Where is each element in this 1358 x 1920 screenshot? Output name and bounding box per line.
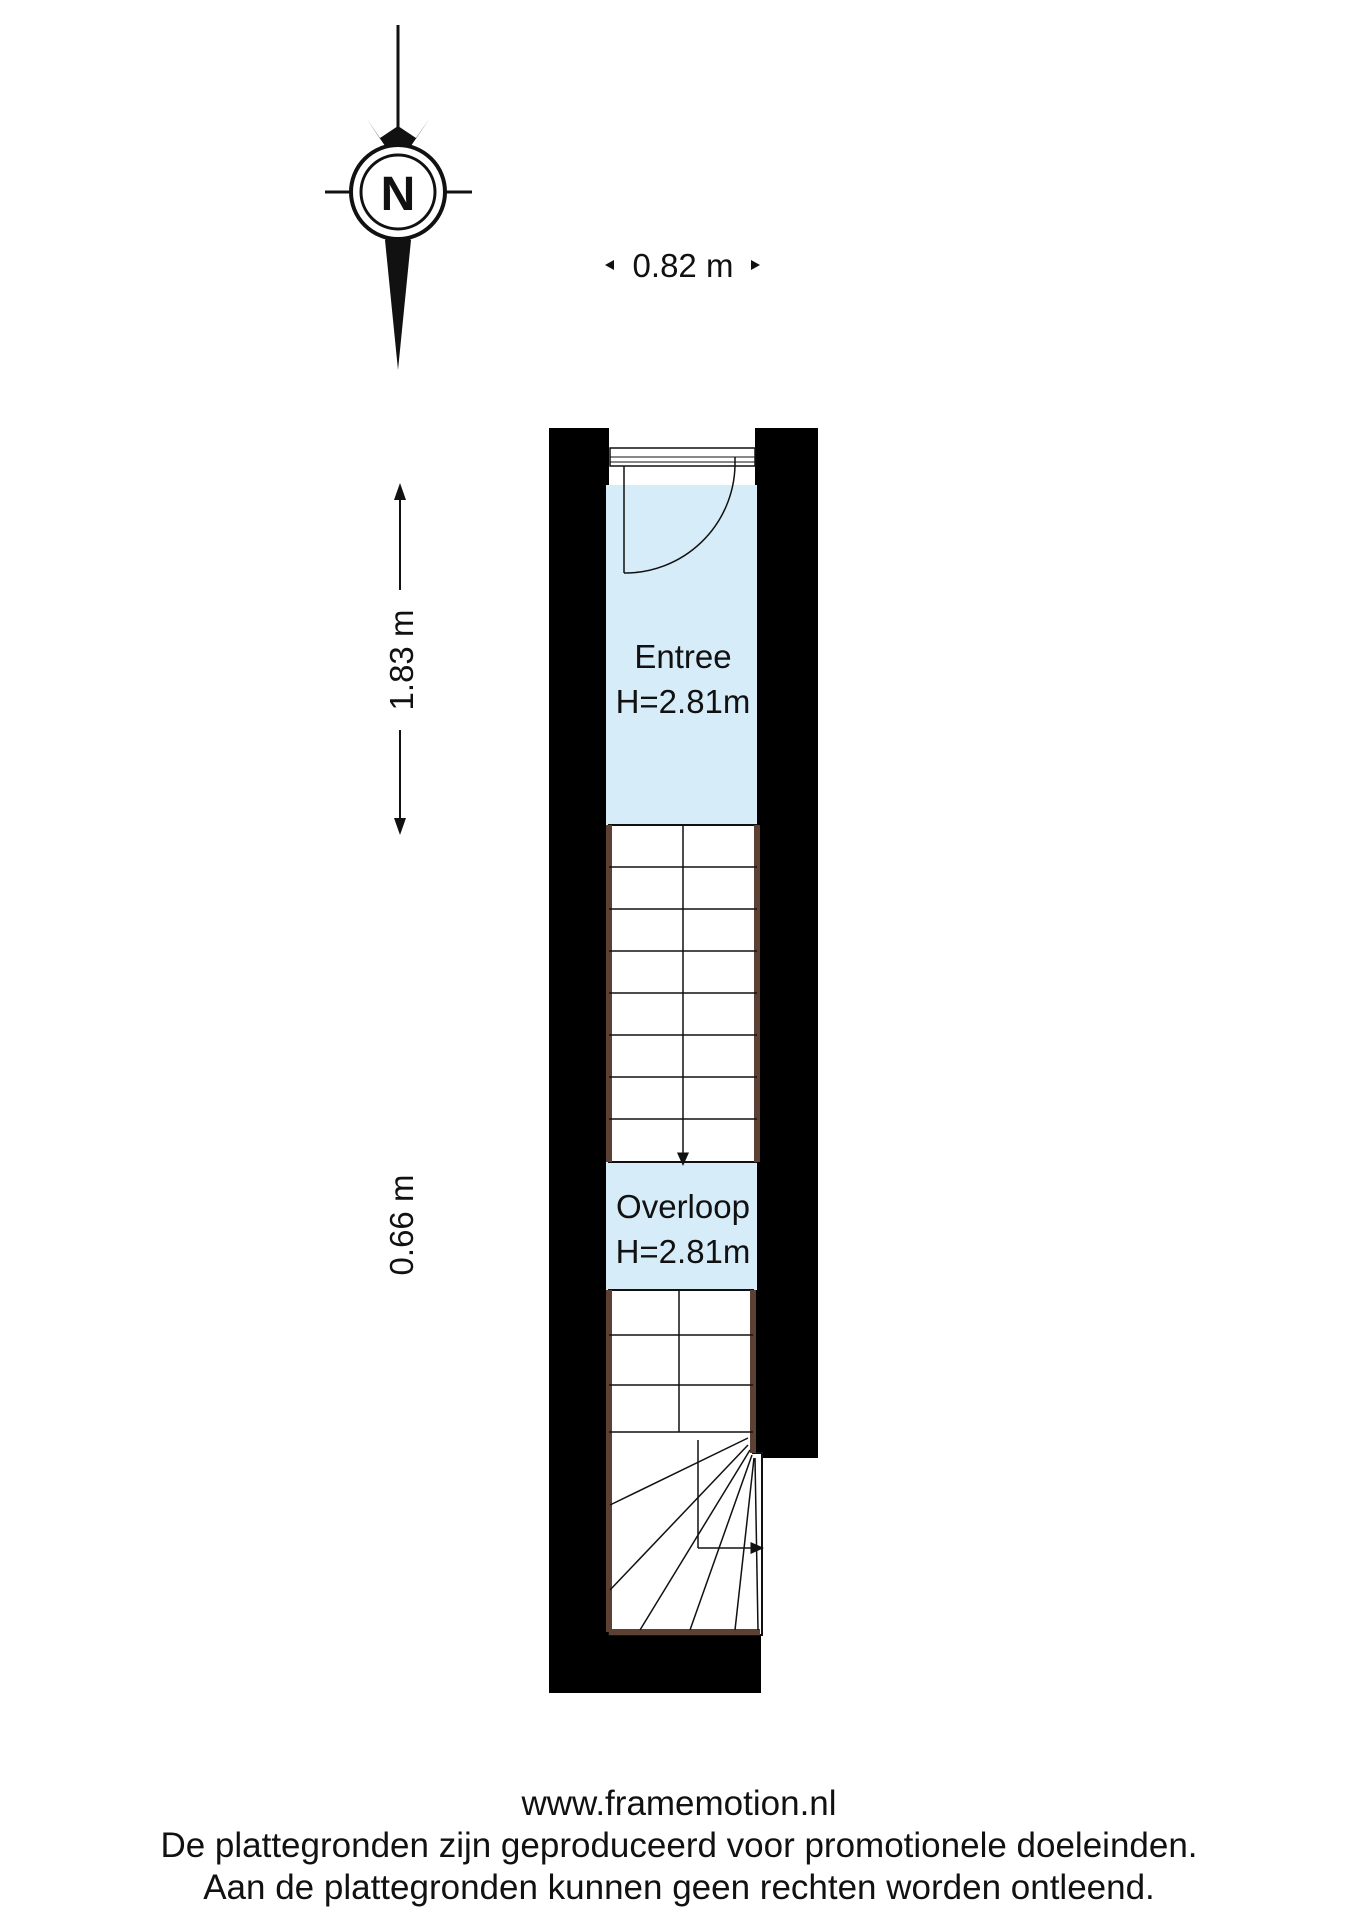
- width-dimension: 0.82 m: [605, 247, 760, 284]
- staircase-lower: [606, 1289, 764, 1636]
- room-overloop-name: Overloop: [616, 1188, 750, 1225]
- width-label: 0.82 m: [633, 247, 734, 284]
- entree-length-dimension: 1.83 m: [383, 483, 420, 835]
- room-overloop: [606, 1162, 757, 1290]
- north-arrow-icon: N: [325, 25, 472, 370]
- staircase-upper: [606, 824, 760, 1166]
- room-entree-height: H=2.81m: [616, 683, 751, 720]
- footer-disclaimer-1: De plattegronden zijn geproduceerd voor …: [160, 1826, 1198, 1865]
- compass-letter: N: [381, 168, 416, 221]
- entree-length-label: 1.83 m: [383, 610, 420, 711]
- room-overloop-height: H=2.81m: [616, 1233, 751, 1270]
- room-entree-name: Entree: [634, 638, 731, 675]
- overloop-length-label: 0.66 m: [383, 1175, 420, 1276]
- walls: [549, 428, 818, 1693]
- door-swing: [623, 457, 736, 574]
- room-entree: [606, 485, 757, 825]
- footer-disclaimer-2: Aan de plattegronden kunnen geen rechten…: [203, 1868, 1155, 1907]
- entrance-door: [609, 447, 756, 467]
- footer-url: www.framemotion.nl: [521, 1784, 837, 1823]
